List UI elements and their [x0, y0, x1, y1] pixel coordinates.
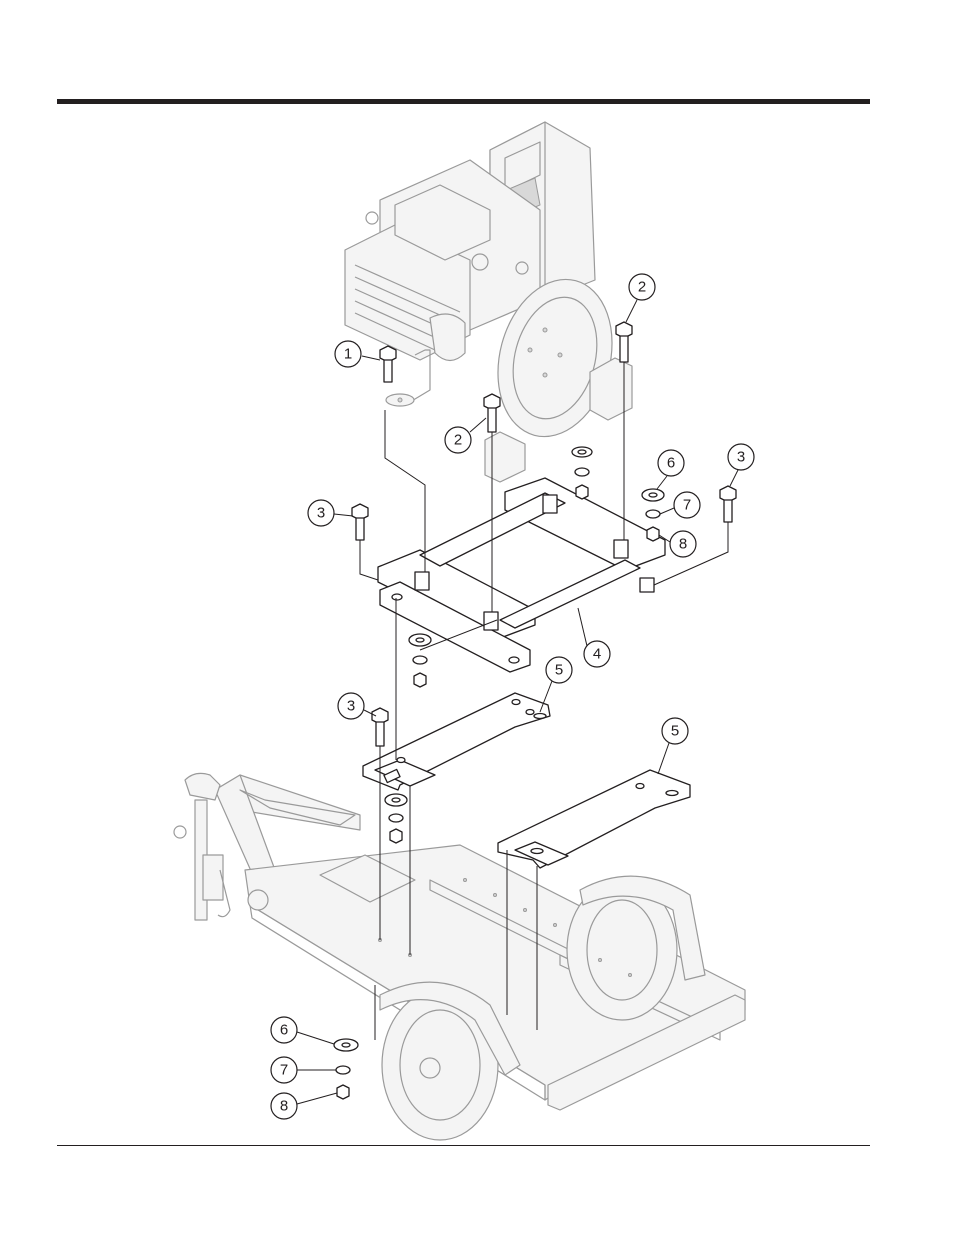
callout-number: 6 — [280, 1022, 288, 1039]
slide-rail-right-item-5 — [498, 770, 690, 868]
callout-item-6-lower: 6 — [271, 1017, 334, 1044]
slide-rail-left-item-5 — [363, 693, 550, 790]
callout-item-3-lower: 3 — [338, 693, 376, 719]
bolt-item-2-engine-rear — [616, 322, 632, 362]
callout-item-3-left: 3 — [308, 500, 353, 526]
callout-item-3-right: 3 — [728, 444, 754, 486]
callout-number: 8 — [679, 536, 687, 553]
hardware-stack-rail — [385, 794, 407, 843]
callout-number: 5 — [555, 662, 563, 679]
callout-number: 2 — [638, 279, 646, 296]
bolt-item-3-lower — [372, 708, 388, 746]
callout-item-7-lower: 7 — [271, 1057, 336, 1083]
callout-item-2-rear: 2 — [626, 274, 655, 322]
callout-item-8-lower: 8 — [271, 1093, 337, 1119]
hardware-stack-top — [572, 447, 592, 499]
callout-number: 6 — [667, 455, 675, 472]
bolt-item-1 — [380, 346, 396, 382]
trailer-ghost — [174, 773, 745, 1140]
callout-number: 3 — [737, 449, 745, 466]
callout-number: 7 — [683, 497, 691, 514]
callout-item-1: 1 — [335, 341, 380, 367]
callout-number: 3 — [347, 698, 355, 715]
callout-number: 3 — [317, 505, 325, 522]
callout-number: 5 — [671, 723, 679, 740]
callout-item-6-upper: 6 — [657, 450, 684, 489]
callout-number: 4 — [593, 646, 601, 663]
callout-number: 8 — [280, 1098, 288, 1115]
hardware-stack-frame — [409, 634, 431, 687]
callout-number: 2 — [454, 432, 462, 449]
callout-number: 7 — [280, 1062, 288, 1079]
callout-item-2-front: 2 — [445, 418, 486, 453]
bolt-item-3-right — [720, 486, 736, 522]
callout-item-7-upper: 7 — [660, 492, 700, 518]
hardware-stack-bottom — [334, 1039, 358, 1099]
bolt-item-3-left — [352, 504, 368, 540]
callout-number: 1 — [344, 346, 352, 363]
callout-item-5-right: 5 — [658, 718, 688, 774]
callout-item-4: 4 — [578, 608, 610, 667]
bolt-item-2-engine-front — [484, 394, 500, 432]
